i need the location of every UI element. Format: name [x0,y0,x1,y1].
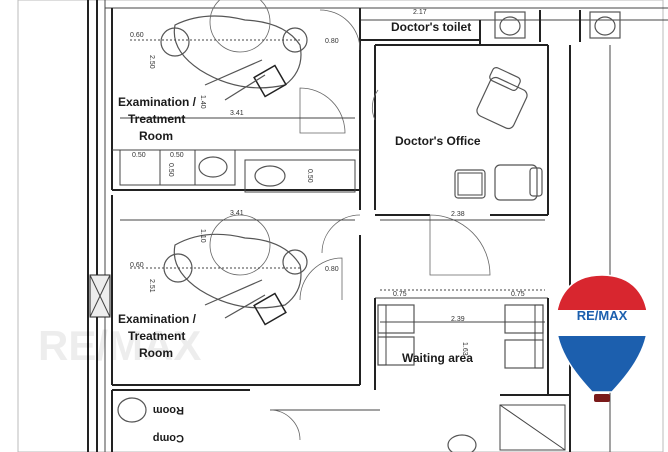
walls [111,8,611,452]
dimension-lines [120,39,545,323]
room-label-exam-1-line-3: Room [139,129,173,143]
balloon-basket-icon [594,394,610,402]
sink-icon [198,156,228,178]
dental-chair-icon [163,214,308,326]
dimension-label: 1.10 [199,229,206,243]
remax-logo-text: RE/MAX [577,308,628,323]
room-label-exam-2-line-3: Room [139,346,173,360]
dimension-label: 2.50 [148,55,155,69]
page-border [17,0,664,452]
sink-icon [254,165,286,187]
dimension-label: 1.40 [199,95,206,109]
room-label-exam-2-line-1: Examination / [118,312,197,326]
dimension-label: 1.63 [461,342,468,356]
dimension-label: 2.38 [451,211,465,218]
dimension-label: 0.75 [393,291,407,298]
room-label-doctors-office: Doctor's Office [395,134,481,148]
watermark-text: RE/MAX [38,322,201,369]
dimension-label: 0.60 [130,32,144,39]
dimension-label: 0.60 [130,262,144,269]
dental-chair-icon [160,0,308,101]
remax-balloon-logo: RE/MAX [555,274,649,402]
dimension-label: 3.41 [230,210,244,217]
room-label-doctors-toilet: Doctor's toilet [391,20,471,34]
dimension-label: 0.50 [170,152,184,159]
room-label-exam-1-line-1: Examination / [118,95,197,109]
office-chair-icon [494,164,543,201]
guest-chair-icon [454,169,486,199]
dimension-label: 0.50 [167,163,174,177]
room-label-exam-2-line-2: Treatment [128,329,185,343]
dimension-label: 2.17 [413,9,427,16]
room-label-exam-1-line-2: Treatment [128,112,185,126]
room-label-waiting-area: Waiting area [402,351,473,365]
room-label-comp: Comp [153,432,184,444]
dimension-label: 2.51 [148,279,155,293]
door-swings [269,9,491,441]
room-label-comp-room: Comp Room [153,404,184,444]
office-chair-icon [476,67,528,130]
toilet-icon [589,11,621,39]
exterior-wall-left [87,0,111,452]
waiting-seats [377,304,544,369]
dimension-label: 0.50 [132,152,146,159]
wash-basin-icon [117,397,477,452]
counters [119,149,356,193]
top-band [105,7,668,41]
dimension-label: 0.50 [306,169,313,183]
dimension-label: 0.80 [325,266,339,273]
room-label-room: Room [153,404,184,416]
dimension-label: 3.41 [230,110,244,117]
toilet-icon [494,11,526,39]
dimension-label: 2.39 [451,316,465,323]
dimension-label: 0.75 [511,291,525,298]
dimension-label: 0.80 [325,38,339,45]
